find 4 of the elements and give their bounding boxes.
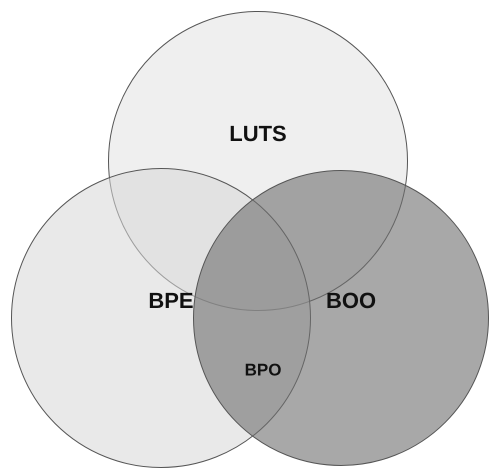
set-label: BOO [326,286,376,314]
set-label: BPE [148,286,194,314]
set-label: LUTS [229,120,287,148]
overlap-label: BPO [244,359,282,382]
